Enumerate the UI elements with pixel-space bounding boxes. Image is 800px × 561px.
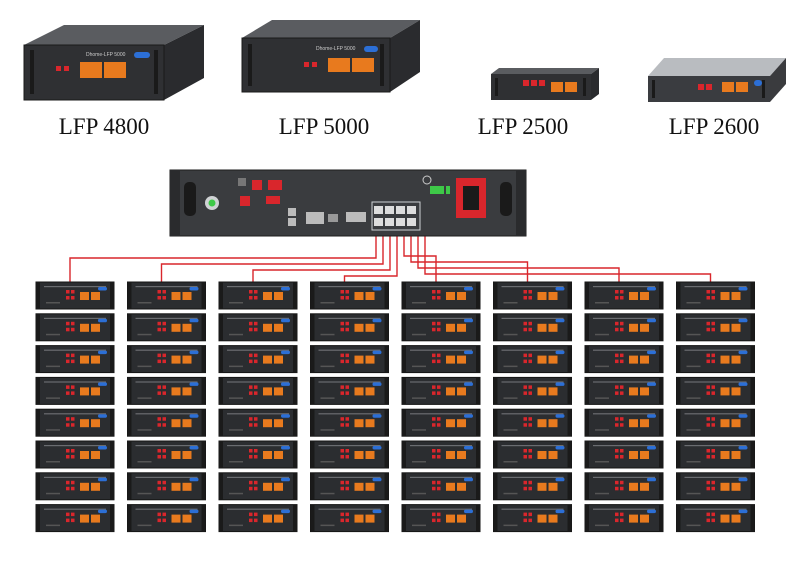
- battery-module: [401, 472, 481, 501]
- battery-module: [127, 313, 206, 342]
- handle-icon: [184, 182, 196, 216]
- battery-module: [218, 345, 298, 374]
- battery-module: [127, 472, 206, 501]
- communication-cable: [403, 230, 437, 282]
- battery-module: [218, 408, 298, 437]
- battery-module: [35, 281, 115, 310]
- battery-module: [584, 440, 664, 469]
- battery-module-icon: [491, 68, 599, 100]
- product-label: LFP 5000: [278, 114, 370, 139]
- product-lfp-4800: Dhome-LFP 5000 LFP 4800: [4, 0, 204, 150]
- battery-module: [35, 376, 115, 405]
- battery-module: [310, 313, 389, 342]
- battery-module: [218, 440, 298, 469]
- communication-cable: [252, 230, 391, 282]
- battery-module: [401, 408, 481, 437]
- battery-module: [127, 281, 206, 310]
- breaker-icon: [252, 180, 262, 190]
- battery-module-icon: Dhome-LFP 5000: [23, 25, 204, 101]
- battery-module: [310, 504, 389, 533]
- battery-module: [493, 504, 572, 533]
- battery-module: [493, 472, 572, 501]
- handle-icon: [500, 182, 512, 216]
- battery-module: [127, 345, 206, 374]
- battery-module: [584, 408, 664, 437]
- communication-port-icon: [288, 208, 296, 216]
- communication-cable: [424, 230, 712, 282]
- battery-module: [401, 440, 481, 469]
- battery-module: [218, 504, 298, 533]
- breaker-icon: [268, 180, 282, 190]
- battery-module: [35, 408, 115, 437]
- battery-module: [676, 472, 755, 501]
- product-lfp-2600: LFP 2600: [614, 0, 800, 150]
- svg-text:Dhome-LFP 5000: Dhome-LFP 5000: [86, 52, 126, 58]
- battery-module: [401, 281, 481, 310]
- battery-module: [218, 313, 298, 342]
- battery-module: [493, 440, 572, 469]
- battery-module: [401, 345, 481, 374]
- battery-module: [584, 345, 664, 374]
- battery-module: [127, 408, 206, 437]
- battery-module: [218, 472, 298, 501]
- battery-module: [493, 281, 572, 310]
- battery-module: [676, 345, 755, 374]
- battery-module: [676, 504, 755, 533]
- battery-module: [401, 313, 481, 342]
- master-controller: [169, 169, 527, 237]
- product-lfp-2500: LFP 2500: [423, 0, 623, 150]
- battery-module: [584, 313, 664, 342]
- battery-module: [35, 313, 115, 342]
- battery-module: [35, 440, 115, 469]
- battery-module: [401, 504, 481, 533]
- battery-module: [401, 376, 481, 405]
- battery-module: [310, 345, 389, 374]
- battery-module-icon: Dhome-LFP 5000: [241, 20, 420, 93]
- battery-module: [35, 472, 115, 501]
- battery-grid: [35, 281, 755, 533]
- battery-module: [310, 376, 389, 405]
- battery-module: [584, 472, 664, 501]
- battery-module: [310, 408, 389, 437]
- product-label: LFP 2600: [668, 114, 760, 139]
- product-label: LFP 4800: [58, 114, 150, 139]
- battery-module: [676, 313, 755, 342]
- cable-layer: [69, 230, 712, 282]
- battery-module: [310, 472, 389, 501]
- battery-module: [676, 408, 755, 437]
- battery-module: [584, 281, 664, 310]
- battery-module: [676, 440, 755, 469]
- communication-cable: [417, 230, 620, 282]
- product-label: LFP 2500: [477, 114, 569, 139]
- communication-cable: [69, 230, 377, 282]
- communication-cable: [160, 230, 384, 282]
- communication-cable: [343, 230, 398, 282]
- battery-module: [35, 504, 115, 533]
- battery-module: [127, 504, 206, 533]
- battery-module: [584, 376, 664, 405]
- battery-module: [35, 345, 115, 374]
- product-lfp-5000: Dhome-LFP 5000 LFP 5000: [224, 0, 424, 150]
- battery-module: [127, 440, 206, 469]
- communication-cable: [410, 230, 529, 282]
- svg-text:Dhome-LFP 5000: Dhome-LFP 5000: [316, 46, 356, 52]
- battery-module: [493, 408, 572, 437]
- battery-module: [127, 376, 206, 405]
- battery-module: [310, 440, 389, 469]
- battery-module: [493, 345, 572, 374]
- battery-module: [218, 376, 298, 405]
- battery-module-icon: [648, 58, 786, 102]
- communication-port-icon: [288, 218, 296, 226]
- battery-module: [584, 504, 664, 533]
- battery-module: [493, 313, 572, 342]
- battery-module: [218, 281, 298, 310]
- battery-module: [493, 376, 572, 405]
- battery-module: [310, 281, 389, 310]
- battery-module: [676, 376, 755, 405]
- battery-module: [676, 281, 755, 310]
